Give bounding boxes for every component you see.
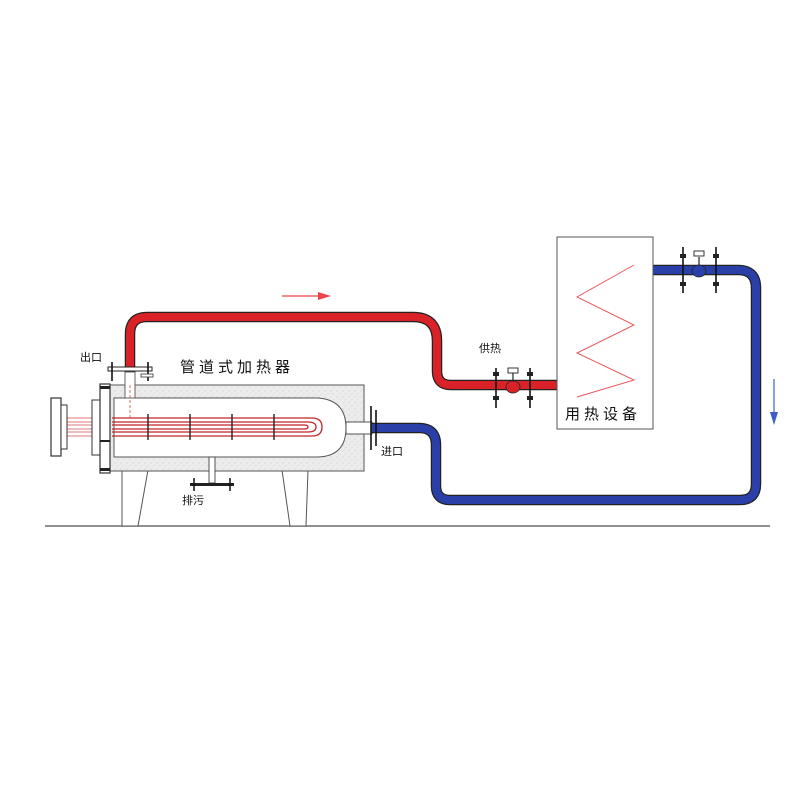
cold-flow-arrow — [770, 379, 778, 425]
heating-element-bundle — [112, 417, 323, 437]
supply-valve — [493, 367, 533, 408]
equipment-title: 用热设备 — [565, 405, 642, 423]
heater-vessel — [113, 397, 347, 458]
heat-coil-zigzag — [575, 264, 636, 398]
drain-pipe — [190, 456, 234, 491]
supply-label: 供热 — [479, 342, 501, 355]
inlet-flange — [370, 406, 377, 450]
junction-box-cap-inner — [60, 404, 68, 450]
heater-leg-right — [281, 469, 309, 527]
inlet-label: 进口 — [381, 445, 403, 458]
flange-bolts — [100, 386, 110, 471]
drain-label: 排污 — [182, 494, 204, 507]
element-supports — [147, 414, 275, 440]
heater-title: 管道式加热器 — [180, 358, 295, 376]
end-flange — [99, 383, 111, 474]
return-valve — [680, 247, 719, 293]
hot-flow-arrow — [282, 292, 331, 300]
junction-box-cap — [50, 397, 62, 457]
heat-equipment-box — [556, 236, 654, 430]
outlet-label: 出口 — [80, 351, 102, 364]
end-flange-outer — [91, 399, 101, 456]
outlet-flange — [107, 362, 154, 381]
inlet-nozzle — [345, 421, 373, 435]
heater-leg-left — [121, 469, 149, 527]
